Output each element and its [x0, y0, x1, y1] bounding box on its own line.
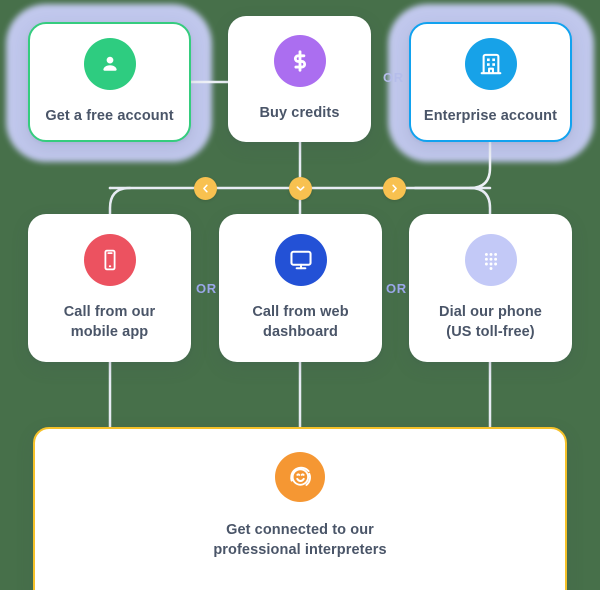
card-label: Call from our mobile app	[56, 302, 164, 342]
building-icon	[464, 38, 517, 90]
chevron-left-icon[interactable]	[194, 177, 217, 200]
or-label-middle-2: OR	[386, 281, 407, 296]
card-get-connected[interactable]: Get connected to our professional interp…	[33, 427, 567, 590]
or-label-middle-1: OR	[196, 281, 217, 296]
card-label-line1: Get connected to our	[226, 522, 374, 538]
card-label: Buy credits	[259, 105, 340, 121]
card-label-line2: professional interpreters	[213, 542, 387, 558]
smiley-headset-icon	[275, 452, 325, 502]
user-account-icon	[83, 38, 136, 90]
mobile-phone-icon	[83, 234, 136, 286]
card-label: Enterprise account	[423, 108, 558, 124]
card-dial-our-phone[interactable]: Dial our phone (US toll-free)	[409, 214, 572, 362]
card-label-line1: Call from web	[252, 304, 349, 320]
card-label-line1: Call from our	[63, 304, 156, 320]
dialpad-icon	[464, 234, 517, 286]
card-buy-credits[interactable]: Buy credits	[228, 16, 371, 142]
card-call-from-mobile-app[interactable]: Call from our mobile app	[28, 214, 191, 362]
card-enterprise-account[interactable]: Enterprise account	[409, 22, 572, 142]
card-label: Get connected to our professional interp…	[205, 520, 394, 560]
card-label-line2: mobile app	[70, 324, 149, 340]
or-label-top: OR	[383, 70, 404, 85]
card-label-line1: Dial our phone	[439, 304, 542, 320]
chevron-down-icon[interactable]	[289, 177, 312, 200]
card-label: Dial our phone (US toll-free)	[431, 302, 550, 342]
card-label: Get a free account	[45, 108, 174, 124]
card-label-line2: (US toll-free)	[446, 324, 535, 340]
card-label-line2: dashboard	[262, 324, 339, 340]
card-label: Call from web dashboard	[244, 302, 356, 342]
monitor-icon	[274, 234, 327, 286]
card-call-from-web-dashboard[interactable]: Call from web dashboard	[219, 214, 382, 362]
card-get-free-account[interactable]: Get a free account	[28, 22, 191, 142]
dollar-icon	[273, 35, 326, 87]
chevron-right-icon[interactable]	[383, 177, 406, 200]
